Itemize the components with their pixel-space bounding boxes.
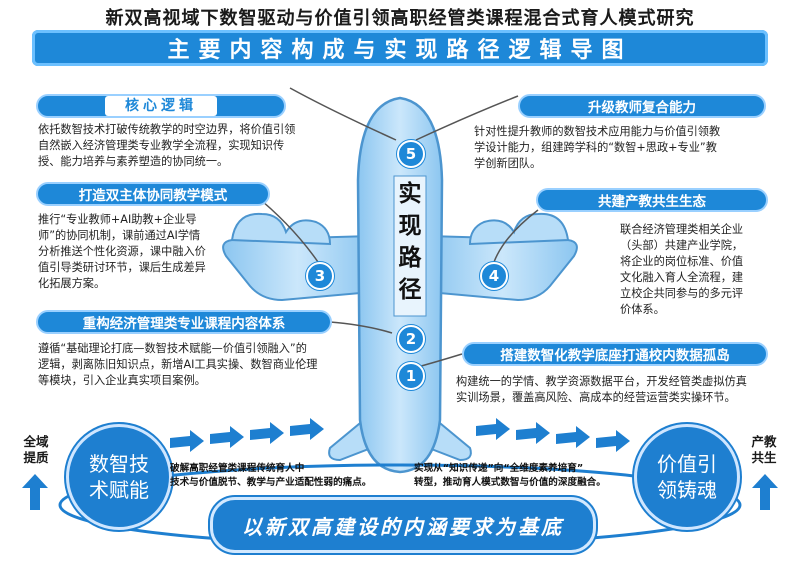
content-system-label: 重构经济管理类专业课程内容体系 [82, 316, 286, 332]
path-strip [393, 175, 427, 317]
ecology-text: 联合经济管理类相关企业 （头部）共建产业学院， 将企业的岗位标准、价值 文化融入… [620, 223, 744, 316]
left-wing [222, 234, 373, 302]
right-note: 实现从“知识传递”向“全维度素养培育” 转型，推动育人模式数智与价值的深度融合。 [414, 463, 606, 488]
path-char-1: 实 [398, 181, 422, 207]
arrow-l4 [290, 418, 324, 440]
right-wing-engines [468, 212, 570, 246]
step-number-1: 1 [397, 362, 425, 390]
content-system-text: 遵循“基础理论打底—数智技术赋能—价值引领融入”的 逻辑，剥离陈旧知识点，新增A… [38, 342, 318, 387]
arrow-up-left [22, 474, 48, 510]
page-title: 新双高视域下数智驱动与价值引领高职经管类课程混合式育人模式研究 [105, 8, 695, 29]
dual-subject-text: 推行“专业教师+AI助教+企业导 师”的协同机制，课前通过AI学情 分析推送个性… [38, 213, 206, 290]
content-system-bar: 重构经济管理类专业课程内容体系 [36, 310, 332, 334]
main-banner: 主要内容构成与实现路径逻辑导图 [32, 30, 768, 66]
platform-text: 构建统一的学情、教学资源数据平台，开发经管类虚拟仿真 实训场景，覆盖高风险、高成… [456, 375, 747, 404]
step-number-3: 3 [306, 262, 334, 290]
core-logic-bar: 核心逻辑 [36, 94, 286, 118]
teacher-capability-bar: 升级教师复合能力 [518, 94, 766, 118]
arrow-l1 [170, 430, 204, 452]
platform-bar: 搭建数智化教学底座打通校内数据孤岛 [462, 342, 768, 366]
center-path-label: 实 现 路 径 [395, 178, 425, 306]
teacher-capability-text: 针对性提升教师的数智技术应用能力与价值引领教 学设计能力，组建跨学科的“数智+思… [474, 125, 721, 170]
connector-teacher [415, 95, 519, 141]
arrow-l2 [210, 426, 244, 448]
teacher-capability-label: 升级教师复合能力 [588, 100, 696, 116]
left-note: 破解高职经管类课程传统育人中 技术与价值脱节、教学与产业适配性弱的痛点。 [170, 463, 372, 488]
path-char-3: 路 [398, 245, 422, 271]
arrow-r1 [476, 418, 510, 440]
ecology-label: 共建产教共生生态 [598, 194, 706, 210]
banner-text: 主要内容构成与实现路径逻辑导图 [167, 38, 633, 63]
ecology-bar: 共建产教共生生态 [536, 188, 768, 212]
dual-subject-label: 打造双主体协同教学模式 [78, 188, 228, 204]
dual-subject-bar: 打造双主体协同教学模式 [36, 182, 270, 206]
platform-label: 搭建数智化教学底座打通校内数据孤岛 [500, 348, 730, 364]
connector-ecology [493, 209, 539, 263]
core-logic-label: 核心逻辑 [105, 96, 217, 116]
left-side-label: 全域 提质 [23, 434, 49, 465]
left-bubble: 数智技 术赋能 [66, 424, 172, 530]
arrow-l3 [250, 422, 284, 444]
arrow-up-right [752, 474, 778, 510]
flow-arrows [22, 418, 778, 510]
right-bubble: 价值引 领铸魂 [634, 424, 740, 530]
step-number-4: 4 [480, 262, 508, 290]
arrow-r4 [596, 430, 630, 452]
path-char-4: 径 [398, 277, 422, 303]
base-banner: 以新双高建设的内涵要求为基底 [210, 497, 596, 553]
base-text: 以新双高建设的内涵要求为基底 [242, 514, 564, 539]
path-char-2: 现 [398, 213, 422, 239]
connector-core [289, 87, 397, 141]
right-side-label: 产教 共生 [751, 434, 777, 465]
core-logic-text: 依托数智技术打破传统教学的时空边界，将价值引领 自然嵌入经济管理类专业教学全流程… [38, 123, 296, 168]
step-number-2: 2 [397, 325, 425, 353]
arrow-r2 [516, 422, 550, 444]
step-number-5: 5 [397, 140, 425, 168]
arrow-r3 [556, 426, 590, 448]
left-wing-engines [230, 212, 332, 246]
connector-content [329, 321, 393, 334]
